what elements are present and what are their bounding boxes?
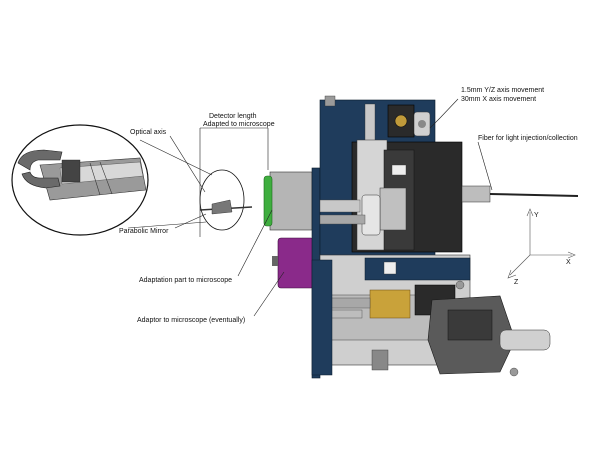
zoom-inset — [11, 124, 149, 236]
axis-x-label: X — [566, 259, 571, 266]
adaptation-part-leader — [237, 209, 273, 277]
axis-movement-leader — [439, 98, 459, 119]
label-detector-length-2: Adapted to microscope — [203, 121, 275, 128]
label-parabolic-mirror: Parabolic Mirror — [119, 228, 169, 235]
axis-y-label: Y — [534, 212, 539, 219]
coordinate-axes: Y X Z — [507, 208, 576, 286]
label-fiber: Fiber for light injection/collection — [478, 135, 578, 142]
main-assembly — [263, 95, 579, 379]
optical-axis-leader — [169, 135, 206, 193]
label-axis-movement-2: 30mm X axis movement — [461, 96, 536, 103]
label-adaptor-microscope: Adaptor to microscope (eventually) — [137, 317, 245, 324]
label-detector-length-1: Detector length — [209, 113, 257, 120]
label-adaptation-part: Adaptation part to microscope — [139, 277, 232, 284]
axis-z-label: Z — [514, 279, 519, 286]
label-axis-movement-1: 1.5mm Y/Z axis movement — [461, 87, 544, 94]
detector-length-bracket — [199, 127, 269, 237]
fiber-leader — [477, 141, 493, 191]
adaptor-leader — [253, 271, 285, 317]
label-optical-axis: Optical axis — [130, 129, 167, 136]
mirror-detail-circle — [199, 169, 253, 231]
parabolic-mirror-leader — [174, 213, 207, 229]
